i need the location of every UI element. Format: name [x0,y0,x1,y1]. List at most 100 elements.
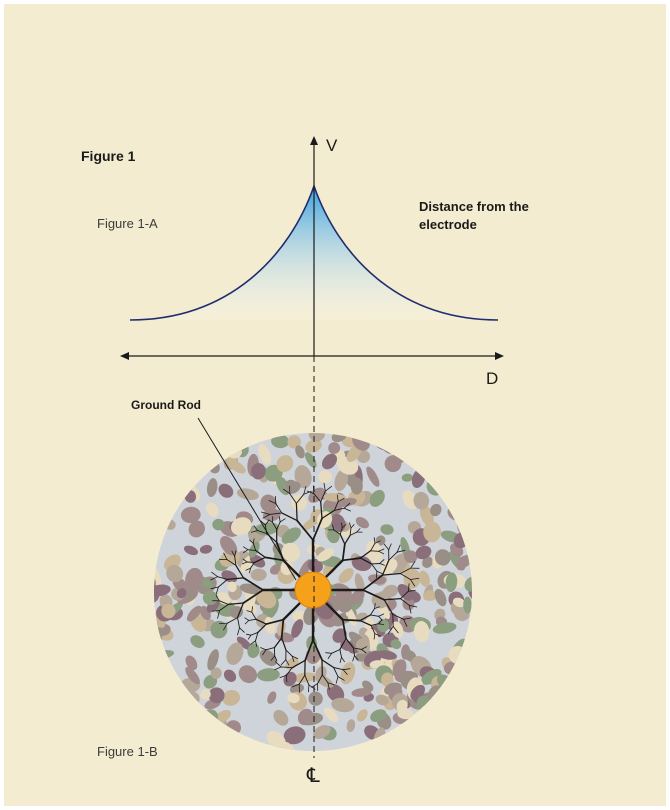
pebble [208,687,225,704]
root-branch [323,482,326,492]
root-branch [268,500,277,504]
root-branch [244,620,250,625]
root-branch [349,522,352,529]
pebble [302,516,319,531]
root-branch [359,557,373,565]
root-branch [227,602,245,606]
pebble [423,521,442,543]
pebble [397,584,414,601]
pebble [338,596,354,613]
root-branch [247,549,257,551]
root-branch [243,546,249,551]
root-branch [352,647,355,657]
pebble [384,455,402,473]
root-branch [257,623,267,634]
pebble [258,443,272,465]
root-branch [362,574,384,591]
pebble [346,719,356,733]
root-branch [341,522,343,529]
root-branch [337,497,345,503]
root-branch [272,521,278,530]
root-branch [282,488,291,495]
pebble [220,536,238,556]
root-branch [378,548,385,552]
root-branch [399,567,412,574]
root-branch [250,631,259,636]
root-branch [370,608,376,616]
root-branch [342,669,348,675]
root-branch [235,564,245,579]
root-branch [359,614,372,622]
root-branch [226,559,237,566]
pebble [239,583,261,595]
root-branch [317,674,323,685]
root-branch [276,521,281,530]
root-branch [356,528,361,533]
root-branch [291,659,306,669]
root-branch [387,626,394,634]
root-branch [252,542,257,551]
pebble [259,649,278,666]
root-branch [403,617,412,620]
pebble [445,572,458,593]
pebble [251,463,266,480]
root-branch [248,618,257,621]
root-branch [352,655,355,662]
root-branch [251,611,257,620]
pebble [308,487,325,503]
pebble [421,668,442,685]
root-branch [311,683,319,688]
figure-1a-label: Figure 1-A [97,216,158,231]
root-branch [210,586,219,590]
root-branch [388,551,398,561]
pebble [390,639,402,650]
root-branch [350,524,355,529]
pebble [331,433,347,443]
root-branch [212,610,220,612]
figure-title: Figure 1 [81,148,136,164]
pebble [423,590,438,601]
root-branch [341,618,347,640]
pebble [230,517,252,536]
pebble [227,581,237,593]
root-branch [264,556,285,562]
root-branch [352,647,362,650]
root-branch [339,533,346,545]
root-branch [383,599,394,616]
root-branch [255,631,259,642]
pebble [351,688,372,697]
root-branch [399,573,411,580]
root-branch [324,485,333,492]
root-branch [270,655,276,661]
pebble [281,527,301,545]
root-branch [361,649,367,654]
root-branch [339,656,342,663]
root-branch [373,537,376,544]
pebble [380,524,394,535]
root-branch [215,595,220,602]
root-branch [409,579,416,587]
root-branch [408,604,412,614]
pebble [255,588,277,609]
pebble [304,452,317,468]
root-branch [282,600,303,621]
root-branch [379,563,385,566]
root-branch [265,618,285,625]
root-branch [241,561,248,565]
pebble [281,542,301,562]
pebble [422,556,433,568]
pebble [334,469,349,492]
root-branch [392,626,399,634]
pebble [264,616,276,634]
root-branch [247,634,252,640]
pebble [332,628,347,643]
root-branch [333,501,339,511]
pebble [176,588,187,599]
root-branch [378,550,385,555]
soil-section [154,433,472,751]
root-branch [255,549,266,559]
pebble [463,596,472,614]
root-branch [407,583,410,592]
figure-1b-label: Figure 1-B [97,744,158,759]
root-branch [252,538,255,544]
